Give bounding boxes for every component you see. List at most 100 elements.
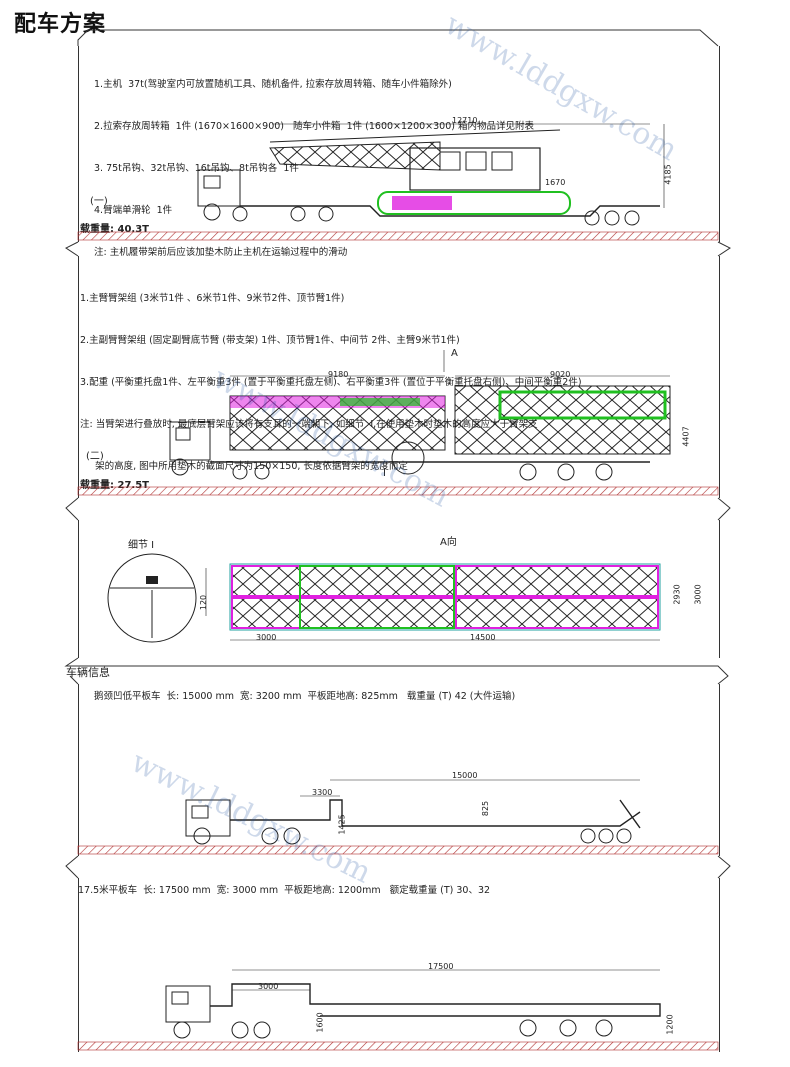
trailer-wheel xyxy=(598,828,614,844)
crane-cab xyxy=(491,151,513,171)
truck-wheel xyxy=(254,464,270,480)
truck-wheel xyxy=(231,1021,249,1039)
separator xyxy=(64,657,729,685)
trailer-wheel xyxy=(595,1019,613,1037)
section5-spec: 17.5米平板车 长: 17500 mm 宽: 3000 mm 平板距地高: 1… xyxy=(78,885,491,896)
detail-block xyxy=(146,576,158,584)
crawler-track-inner xyxy=(392,196,452,210)
trailer-wheel xyxy=(519,463,537,481)
page-title: 配车方案 xyxy=(14,11,107,37)
section-lowbed-panel xyxy=(78,684,720,856)
section1-label: (一) xyxy=(90,196,108,207)
view-label: A向 xyxy=(440,537,457,548)
truck-wheel xyxy=(290,206,306,222)
note-line: 架的高度, 图中所用垫木的截面尺寸为150×150, 长度依据臂架的宽度而定 xyxy=(80,461,408,472)
boom-stack-right xyxy=(454,385,671,455)
view-a-and-detail xyxy=(107,553,661,643)
trailer-wheel xyxy=(624,210,640,226)
truck-window xyxy=(175,427,191,441)
truck-wheel xyxy=(318,206,334,222)
truck-window xyxy=(203,175,221,189)
plan-view-left xyxy=(231,565,455,597)
section-separators xyxy=(64,29,731,879)
ground-strip xyxy=(77,231,719,241)
ground-strips xyxy=(77,231,719,1051)
dim-left-2: 9180 xyxy=(328,370,349,379)
truck-wheel xyxy=(261,827,279,845)
section2-load: 载重量: 27.5T xyxy=(80,480,149,491)
crane-on-lowbed xyxy=(197,123,665,226)
trailer-ramp xyxy=(619,799,641,829)
section4-spec: 鹅颈凹低平板车 长: 15000 mm 宽: 3200 mm 平板距地高: 82… xyxy=(94,691,516,702)
plan-view-outline xyxy=(229,563,661,631)
trailer-wheel xyxy=(557,463,575,481)
section-flatbed-panel xyxy=(78,878,720,1052)
separator xyxy=(65,497,731,521)
truck-wheel xyxy=(203,203,221,221)
truck-cab xyxy=(169,421,211,461)
ground-strip xyxy=(77,1041,719,1051)
truck-window xyxy=(191,805,209,819)
dim-length-1: 12710 xyxy=(452,116,478,125)
lowbed-trailer-drawing xyxy=(185,779,641,845)
marker-a: A xyxy=(451,348,458,359)
trailer-deck xyxy=(240,205,660,217)
trailer-wheel xyxy=(595,463,613,481)
dim-front-5: 3000 xyxy=(258,982,279,991)
crane-cab xyxy=(439,151,461,171)
vehicle-info-heading: 车辆信息 xyxy=(66,666,110,679)
trailer-wheel xyxy=(519,1019,537,1037)
dim-right-2: 9020 xyxy=(550,370,571,379)
crawler-track xyxy=(377,191,571,215)
trailer-wheel xyxy=(580,828,596,844)
ground-strip xyxy=(77,845,719,855)
plan-view-right xyxy=(455,597,659,629)
marker-i: I xyxy=(383,468,386,479)
separator xyxy=(77,29,719,47)
trailer-deck xyxy=(230,799,641,827)
plan-view-green xyxy=(299,565,455,629)
truck-cab xyxy=(165,985,211,1023)
section-boom-panel xyxy=(78,256,720,498)
note-line: 2.拉索存放周转箱 1件 (1670×1600×900) 随车小件箱 1件 (1… xyxy=(94,121,534,132)
truck-window xyxy=(171,991,189,1005)
note-line: 3.配重 (平衡重托盘1件、左平衡重3件 (置于平衡重托盘左侧)、右平衡重3件 … xyxy=(80,377,582,388)
truck-wheel xyxy=(171,458,189,476)
crane-boom xyxy=(269,141,441,171)
trailer-wheel xyxy=(559,1019,577,1037)
section-main-unit-panel xyxy=(78,46,720,242)
note-line: 注: 主机履带架前后应该加垫木防止主机在运输过程中的滑动 xyxy=(94,247,348,258)
truck-wheel xyxy=(193,827,211,845)
truck-wheel xyxy=(283,827,301,845)
trailer-deck xyxy=(210,983,661,1017)
dim-total-4: 15000 xyxy=(452,771,478,780)
dim-b: 14500 xyxy=(470,633,496,642)
dim-total-5: 17500 xyxy=(428,962,454,971)
truck-cab xyxy=(197,169,241,207)
dim-gauge-1: 1670 xyxy=(545,178,566,187)
section-view-panel xyxy=(78,520,720,658)
boom-sections-on-trailer xyxy=(169,350,671,481)
trailer-wheel xyxy=(616,828,632,844)
ground-strip xyxy=(77,486,719,496)
note-line: 1.主机 37t(驾驶室内可放置随机工具、随机备件, 拉索存放周转箱、随车小件箱… xyxy=(94,79,452,90)
note-line: 4.臂端单滑轮 1件 xyxy=(94,205,173,216)
plan-view-right xyxy=(455,565,659,597)
truck-wheel xyxy=(253,1021,271,1039)
plan-view-left xyxy=(231,597,455,629)
truck-cab xyxy=(185,799,231,837)
section2-label: (二) xyxy=(86,451,104,462)
trailer-wheel xyxy=(604,210,620,226)
truck-wheel xyxy=(232,464,248,480)
boom-stack-left-green xyxy=(340,398,420,406)
detail-i-circle xyxy=(391,441,425,475)
detail-circle xyxy=(107,553,197,643)
dim-a: 3000 xyxy=(256,633,277,642)
section1-notes: 1.主机 37t(驾驶室内可放置随机工具、随机备件, 拉索存放周转箱、随车小件箱… xyxy=(94,50,534,274)
separator xyxy=(65,241,731,257)
dim-front-4: 3300 xyxy=(312,788,333,797)
section1-load: 载重量: 40.3T xyxy=(80,224,149,235)
boom-stack-right-green xyxy=(498,390,667,420)
crane-boom-top xyxy=(269,129,561,143)
